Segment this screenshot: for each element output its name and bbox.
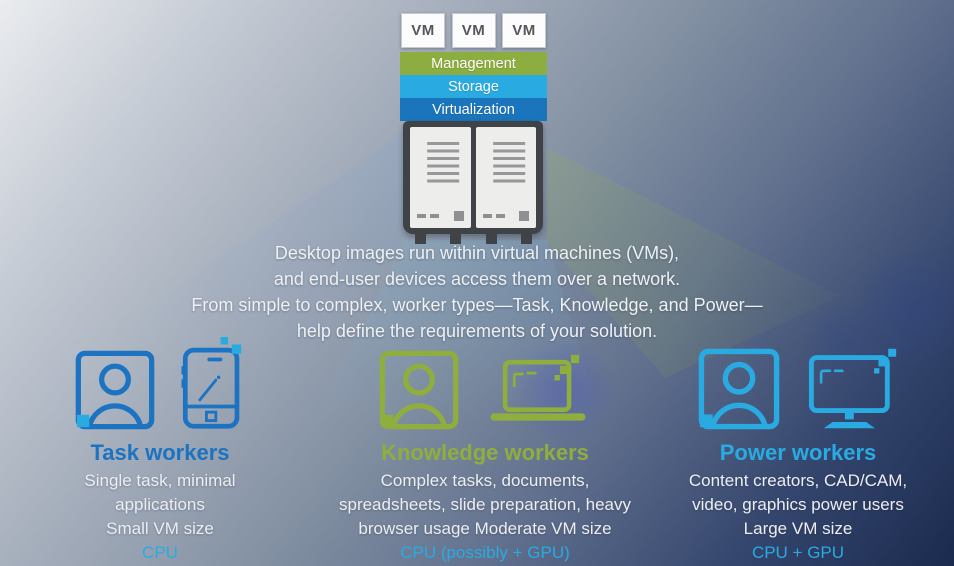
vm-box: VM [401, 13, 445, 48]
server-detail [430, 214, 439, 218]
server-tower [475, 127, 536, 228]
layer-storage: Storage [400, 75, 547, 98]
worker-title: Task workers [90, 440, 230, 465]
server-detail [495, 214, 505, 218]
server-vents [427, 142, 460, 187]
worker-column-task: Task workers Single task, minimal applic… [15, 336, 305, 565]
worker-description: Single task, minimal applications Small … [15, 469, 305, 541]
vm-box: VM [451, 13, 496, 48]
server-detail [453, 211, 464, 221]
intro-line: Desktop images run within virtual machin… [274, 243, 680, 263]
intro-text: Desktop images run within virtual machin… [0, 240, 954, 344]
worker-description-line: Single task, minimal [84, 471, 236, 490]
server-rack-icon [403, 121, 543, 234]
server-detail [519, 211, 529, 221]
person-badge-icon [75, 350, 155, 430]
laptop-icon [490, 354, 586, 421]
server-foot [450, 234, 462, 244]
worker-description-line: Content creators, CAD/CAM, [688, 471, 908, 490]
monitor-icon [808, 348, 897, 429]
worker-column-knowledge: Knowledge workers Complex tasks, documen… [318, 338, 652, 565]
server-tower [410, 127, 471, 228]
worker-description-line: browser usage Moderate VM size [358, 519, 612, 538]
knowledge-worker-icons [318, 338, 652, 430]
infrastructure-stack: VM VM VM Management Storage Virtualizati… [400, 13, 547, 244]
worker-hardware: CPU + GPU [751, 543, 845, 562]
worker-column-power: Power workers Content creators, CAD/CAM,… [652, 338, 944, 565]
server-foot [415, 234, 426, 244]
worker-description-line: Small VM size [106, 519, 214, 538]
layer-virtualization: Virtualization [400, 98, 547, 121]
worker-description-line: Large VM size [743, 519, 853, 538]
intro-line: and end-user devices access them over a … [273, 269, 681, 289]
worker-description-line: spreadsheets, slide preparation, heavy [338, 495, 631, 514]
worker-description-line: applications [115, 495, 205, 514]
vm-row: VM VM VM [400, 13, 547, 48]
server-foot [485, 234, 497, 244]
server-vents [492, 142, 525, 187]
intro-line: help define the requirements of your sol… [296, 321, 658, 341]
worker-description: Complex tasks, documents, spreadsheets, … [318, 469, 652, 541]
server-detail [417, 214, 426, 218]
power-worker-icons [652, 338, 944, 430]
worker-hardware: CPU [142, 543, 178, 562]
intro-line: From simple to complex, worker types—Tas… [191, 295, 763, 315]
server-feet [400, 234, 547, 244]
worker-description-line: Complex tasks, documents, [380, 471, 590, 490]
server-foot [520, 234, 532, 244]
person-badge-icon [379, 350, 459, 430]
worker-hardware: CPU (possibly + GPU) [400, 543, 570, 562]
worker-description: Content creators, CAD/CAM, video, graphi… [652, 469, 944, 541]
task-worker-icons [15, 336, 305, 430]
worker-title: Power workers [719, 440, 877, 465]
server-detail [482, 214, 492, 218]
vm-box: VM [502, 13, 546, 48]
layer-management: Management [400, 52, 547, 75]
worker-description-line: video, graphics power users [692, 495, 904, 514]
person-badge-icon [698, 348, 780, 430]
smartphone-icon [181, 336, 242, 429]
worker-title: Knowledge workers [381, 440, 589, 465]
